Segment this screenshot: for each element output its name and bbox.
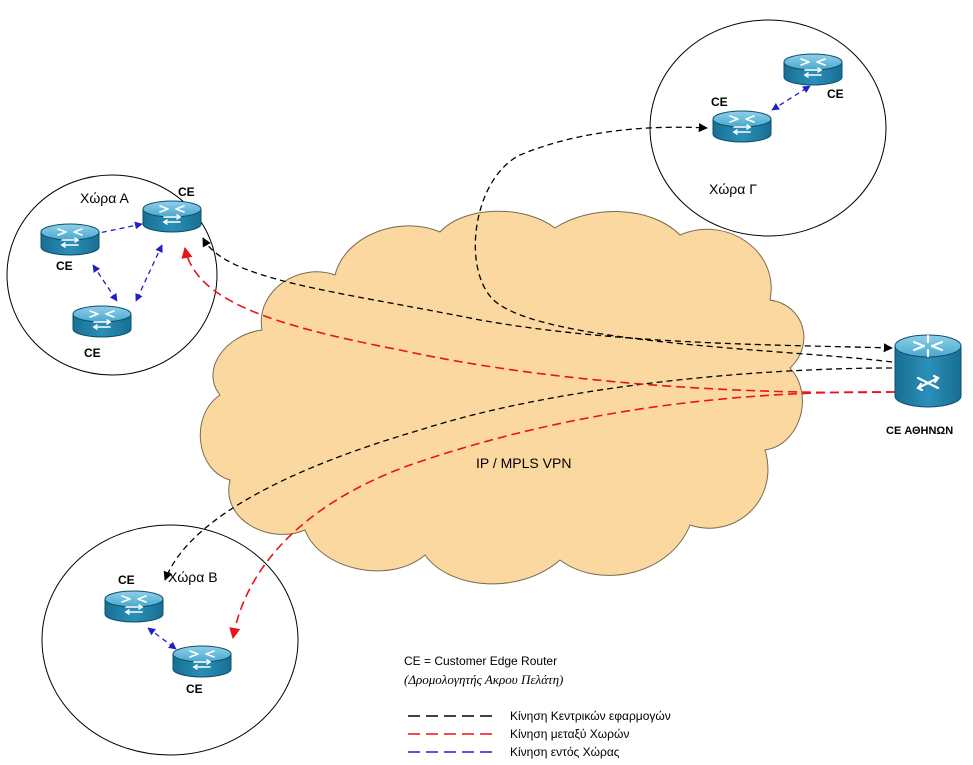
region-b-label: Χώρα Β [168, 569, 218, 585]
mpls-cloud [199, 210, 805, 585]
ce-definition-greek: (Δρομολογητής Ακρου Πελάτη) [404, 672, 563, 687]
region-b-circle [41, 524, 299, 756]
region-a-label: Χώρα Α [80, 190, 129, 206]
legend-label-intra: Κίνηση εντός Χώρας [510, 745, 620, 759]
router-c-left-label: CE [711, 95, 728, 109]
region-c-label: Χώρα Γ [709, 181, 757, 197]
legend-label-inter: Κίνηση μεταξύ Χωρών [510, 727, 629, 741]
router-a-left[interactable] [40, 223, 100, 256]
router-athens-label: CE ΑΘΗΝΩΝ [886, 425, 953, 437]
router-a-top-label: CE [178, 185, 195, 199]
router-b-bottom-label: CE [186, 682, 203, 696]
router-a-top[interactable] [142, 200, 202, 233]
router-c-right-label: CE [827, 87, 844, 101]
router-a-left-label: CE [56, 259, 73, 273]
router-c-left[interactable] [712, 110, 772, 143]
legend-label-central: Κίνηση Κεντρικών εφαρμογών [510, 709, 671, 723]
legend: Κίνηση Κεντρικών εφαρμογών Κίνηση μεταξύ… [408, 709, 671, 759]
router-b-top[interactable] [104, 590, 164, 623]
cloud-label: IP / MPLS VPN [476, 455, 571, 471]
intra-region-links [79, 85, 811, 650]
central-traffic-links [163, 123, 893, 581]
router-c-right[interactable] [783, 53, 843, 86]
router-a-bottom[interactable] [72, 305, 132, 338]
router-a-bottom-label: CE [84, 346, 101, 360]
router-b-bottom[interactable] [172, 645, 232, 678]
router-b-top-label: CE [118, 573, 135, 587]
ce-definition: CE = Customer Edge Router [404, 654, 557, 668]
router-athens[interactable] [893, 333, 963, 409]
inter-region-links [181, 246, 896, 640]
